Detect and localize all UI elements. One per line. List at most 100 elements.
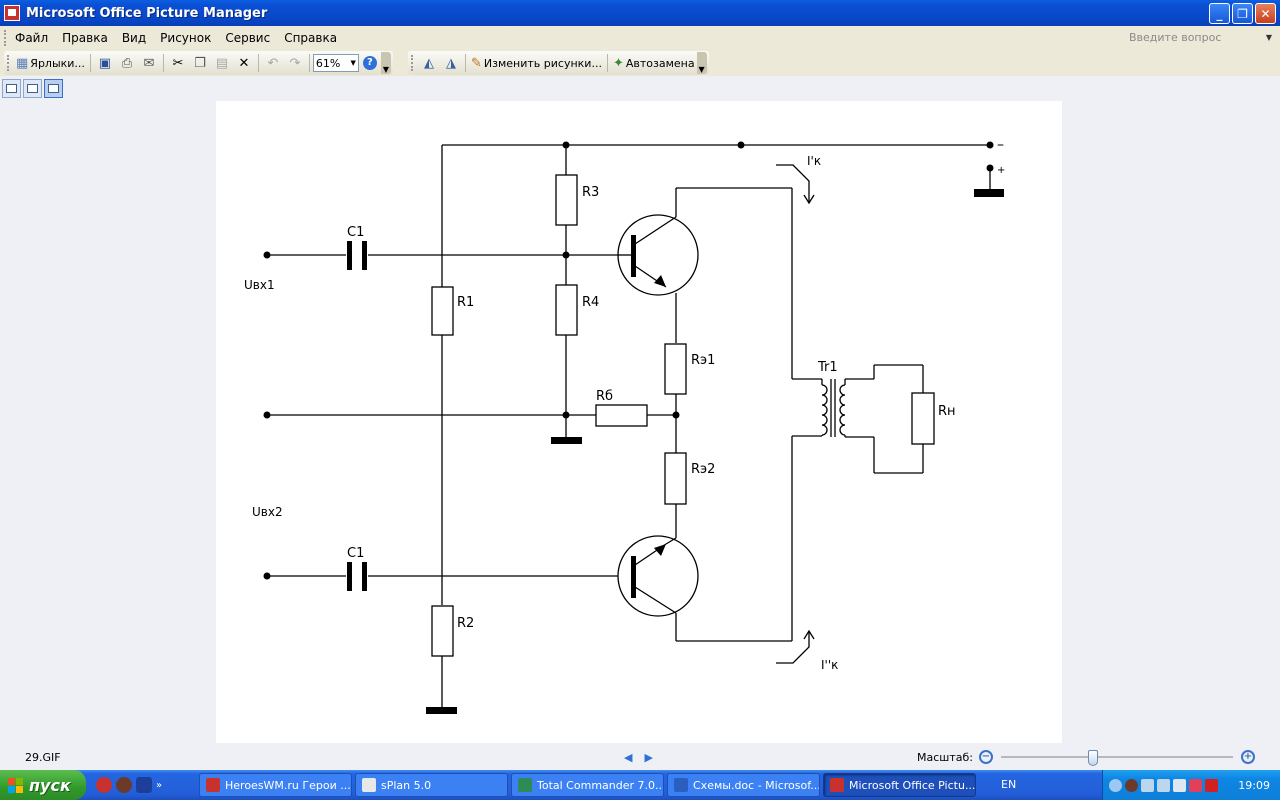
toolbar-separator	[308, 54, 310, 72]
zoom-out-icon[interactable]: −	[978, 750, 993, 764]
language-indicator[interactable]: EN	[1001, 778, 1017, 791]
junction-dot	[562, 411, 570, 419]
undo-button[interactable]: ↶	[262, 53, 284, 73]
tray-back-icon[interactable]	[1109, 778, 1122, 792]
rotate-left-icon: ◭	[424, 55, 434, 71]
cut-icon: ✂	[172, 55, 184, 71]
save-button[interactable]: ▣	[94, 53, 116, 73]
zoom-in-icon[interactable]: +	[1240, 750, 1255, 764]
task-label: Схемы.doc - Microsof...	[693, 778, 820, 792]
capacitor-c1-top-plate-a	[347, 241, 352, 270]
menu-help[interactable]: Справка	[284, 30, 338, 45]
delete-button[interactable]: ✕	[233, 53, 255, 73]
picture-canvas[interactable]: C1 C1 R1 R2 R3 R4 Rб Rэ1 Rэ2 Tr1 Rн Uвх1…	[216, 101, 1062, 743]
single-picture-view-icon	[48, 83, 59, 93]
toolbar-grip[interactable]	[7, 55, 11, 71]
title-bar: Microsoft Office Picture Manager _ ❐ ✕	[0, 0, 1280, 26]
zoom-select[interactable]: 61% ▼	[312, 54, 359, 72]
help-search-box[interactable]: Введите вопрос ▼	[1127, 29, 1272, 46]
menu-view[interactable]: Вид	[121, 30, 147, 45]
save-disk-icon[interactable]	[136, 777, 152, 793]
autocorrect-button[interactable]: ✦ Автозамена	[611, 53, 697, 73]
label-minus: –	[997, 137, 1004, 153]
start-label: пуск	[29, 775, 71, 795]
view-mode-bar	[0, 76, 1280, 100]
taskbar-button[interactable]: HeroesWM.ru Герои ...	[199, 773, 352, 797]
shortcuts-button[interactable]: ▦ Ярлыки...	[14, 53, 87, 73]
input-terminal	[263, 251, 271, 259]
thumbnail-view-button[interactable]	[2, 78, 21, 98]
solid-elements	[263, 141, 1004, 714]
edit-pictures-button[interactable]: ✎ Изменить рисунки...	[469, 53, 604, 73]
restore-button[interactable]: ❐	[1232, 3, 1253, 24]
help-button[interactable]: ?	[359, 53, 381, 73]
resistor-rb	[595, 404, 648, 427]
cut-button[interactable]: ✂	[167, 53, 189, 73]
tray-security-icon[interactable]	[1189, 778, 1202, 792]
toolbar-separator	[257, 54, 259, 72]
taskbar-button[interactable]: Total Commander 7.0...	[511, 773, 664, 797]
rotate-left-button[interactable]: ◭	[418, 53, 440, 73]
label-r2: R2	[457, 616, 474, 631]
copy-button[interactable]: ❐	[189, 53, 211, 73]
toolbar-options-button[interactable]: ▼	[380, 52, 391, 74]
filmstrip-view-button[interactable]	[23, 78, 42, 98]
zoom-value: 61%	[315, 56, 341, 70]
rotate-right-button[interactable]: ◮	[440, 53, 462, 73]
task-app-icon	[830, 778, 844, 792]
quick-launch: »	[96, 777, 196, 793]
toolbar-options-button[interactable]: ▼	[696, 52, 707, 74]
task-label: HeroesWM.ru Герои ...	[225, 778, 351, 792]
undo-icon: ↶	[267, 55, 279, 71]
tray-network-icon[interactable]	[1141, 778, 1154, 792]
menu-picture[interactable]: Рисунок	[160, 30, 212, 45]
label-uin1: Uвх1	[244, 278, 275, 292]
menu-grip[interactable]	[4, 29, 8, 46]
tray-media-icon[interactable]	[1125, 778, 1138, 792]
menu-file[interactable]: Файл	[15, 30, 49, 45]
resistor-rn	[911, 392, 935, 445]
tray-network-icon[interactable]	[1157, 778, 1170, 792]
previous-picture-icon[interactable]: ◀	[624, 751, 633, 764]
file-name: 29.GIF	[25, 751, 61, 764]
junction-dot	[737, 141, 745, 149]
label-r4: R4	[582, 295, 599, 310]
task-app-icon	[362, 778, 376, 792]
quick-launch-more-icon[interactable]: »	[156, 779, 163, 791]
chevron-down-icon[interactable]: ▼	[1265, 33, 1272, 42]
junction-dot	[672, 411, 680, 419]
picture-manager-app-icon[interactable]	[4, 5, 20, 21]
tray-volume-icon[interactable]	[1173, 778, 1186, 792]
next-picture-icon[interactable]: ▶	[644, 751, 653, 764]
taskbar-button[interactable]: Схемы.doc - Microsof...	[667, 773, 820, 797]
task-app-icon	[206, 778, 220, 792]
paste-button[interactable]: ▤	[211, 53, 233, 73]
single-picture-view-button[interactable]	[44, 78, 63, 98]
menu-edit[interactable]: Правка	[62, 30, 108, 45]
transistor-1-emitter-arrow	[654, 275, 666, 287]
taskbar-button[interactable]: Microsoft Office Pictu...	[823, 773, 976, 797]
ground-rb	[551, 437, 582, 444]
close-button[interactable]: ✕	[1255, 3, 1276, 24]
label-plus: +	[997, 165, 1005, 176]
ground-battery	[974, 189, 1004, 197]
start-button[interactable]: пуск	[0, 770, 86, 800]
media-player-icon[interactable]	[116, 777, 132, 793]
zoom-slider-thumb[interactable]	[1087, 750, 1098, 766]
taskbar-button[interactable]: sPlan 5.0	[355, 773, 508, 797]
system-tray: EN 19:09	[1001, 770, 1280, 800]
redo-button[interactable]: ↷	[284, 53, 306, 73]
opera-icon[interactable]	[96, 777, 112, 793]
zoom-slider[interactable]	[1000, 750, 1233, 766]
shortcuts-icon: ▦	[16, 55, 29, 71]
minimize-button[interactable]: _	[1209, 3, 1230, 24]
label-tr1: Tr1	[817, 360, 838, 375]
autocorrect-label: Автозамена	[625, 56, 695, 70]
label-rn: Rн	[938, 404, 956, 419]
email-button[interactable]: ✉	[138, 53, 160, 73]
print-button[interactable]: ⎙	[116, 53, 138, 73]
toolbar-grip[interactable]	[411, 55, 415, 71]
copy-icon: ❐	[194, 55, 206, 71]
tray-antivirus-icon[interactable]	[1205, 778, 1218, 792]
menu-tools[interactable]: Сервис	[225, 30, 271, 45]
